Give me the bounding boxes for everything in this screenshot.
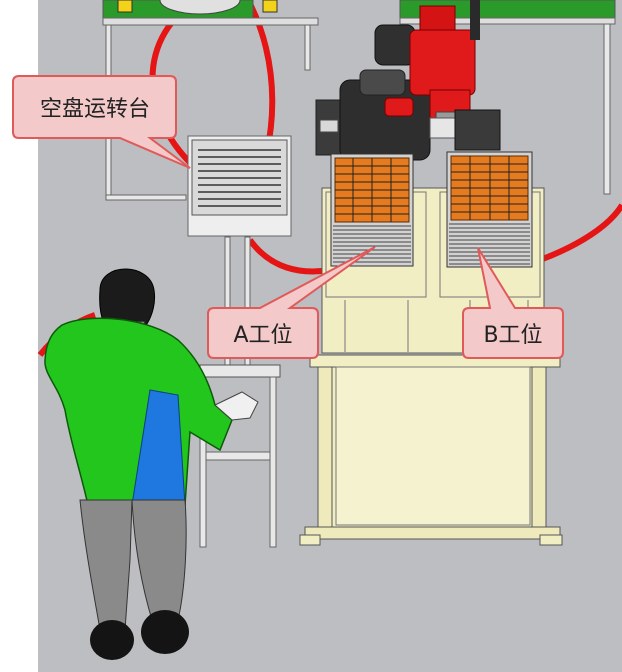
callout-label-empty-tray-turntable: 空盘运转台 [39, 97, 150, 122]
tray-stack-a [330, 153, 414, 267]
callout-label-station-a: A工位 [233, 323, 293, 348]
empty-tray-rack [187, 135, 292, 548]
callout-label-station-b: B工位 [483, 323, 543, 348]
callout-station-a [207, 246, 376, 359]
operator-figure [44, 268, 259, 660]
callout-station-b [462, 247, 564, 359]
main-workstation [299, 187, 563, 546]
tray-stack-b [446, 151, 533, 268]
callout-empty-tray-turntable [12, 75, 191, 169]
robot-arm [315, 0, 501, 161]
